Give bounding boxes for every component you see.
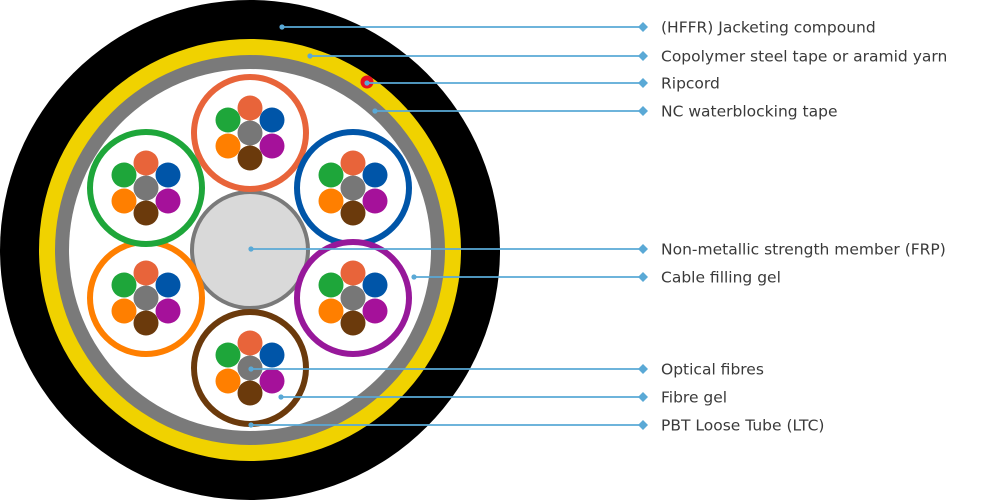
optical-fibre-center [237, 120, 263, 146]
optical-fibre [362, 162, 388, 188]
callout-label-fibre-gel: Fibre gel [661, 389, 727, 407]
optical-fibre [362, 272, 388, 298]
callout-label-ripcord: Ripcord [661, 75, 720, 93]
optical-fibre [215, 342, 241, 368]
optical-fibre [111, 162, 137, 188]
callout-label-loose-tube: PBT Loose Tube (LTC) [661, 417, 824, 435]
loose-tube [191, 74, 309, 192]
callout-strength-member: Non-metallic strength member (FRP) [248, 241, 946, 259]
loose-tube [294, 239, 412, 357]
callout-label-steel-tape: Copolymer steel tape or aramid yarn [661, 48, 947, 66]
optical-fibre [133, 260, 159, 286]
optical-fibre [318, 272, 344, 298]
leader-diamond-marker [638, 244, 648, 254]
loose-tubes [87, 74, 412, 427]
optical-fibre [237, 330, 263, 356]
callout-label-strength-member: Non-metallic strength member (FRP) [661, 241, 946, 259]
optical-fibre [155, 162, 181, 188]
callout-jacket: (HFFR) Jacketing compound [279, 19, 876, 37]
callout-label-waterblocking-tape: NC waterblocking tape [661, 103, 837, 121]
callout-filling-gel: Cable filling gel [411, 269, 781, 287]
leader-diamond-marker [638, 22, 648, 32]
leader-start-dot [372, 108, 378, 114]
leader-start-dot [279, 24, 285, 30]
optical-fibre [111, 298, 137, 324]
optical-fibre [318, 188, 344, 214]
callout-steel-tape: Copolymer steel tape or aramid yarn [307, 48, 947, 66]
optical-fibre-center [133, 175, 159, 201]
leader-diamond-marker [638, 78, 648, 88]
leader-diamond-marker [638, 392, 648, 402]
optical-fibre [133, 150, 159, 176]
optical-fibre [133, 310, 159, 336]
optical-fibre [259, 342, 285, 368]
optical-fibre-center [340, 285, 366, 311]
optical-fibre [340, 260, 366, 286]
leader-start-dot [248, 422, 254, 428]
callout-ripcord: Ripcord [364, 75, 720, 93]
leader-diamond-marker [638, 106, 648, 116]
optical-fibre [237, 380, 263, 406]
loose-tube [294, 129, 412, 247]
optical-fibre [259, 107, 285, 133]
leader-diamond-marker [638, 272, 648, 282]
optical-fibre [215, 133, 241, 159]
optical-fibre [155, 298, 181, 324]
optical-fibre-center [340, 175, 366, 201]
leader-start-dot [364, 80, 370, 86]
optical-fibre [237, 95, 263, 121]
loose-tube [87, 239, 205, 357]
leader-diamond-marker [638, 51, 648, 61]
optical-fibre-center [133, 285, 159, 311]
callout-optical-fibres: Optical fibres [248, 361, 764, 379]
loose-tube [87, 129, 205, 247]
optical-fibre [259, 368, 285, 394]
optical-fibre [155, 272, 181, 298]
callout-label-filling-gel: Cable filling gel [661, 269, 781, 287]
leader-start-dot [411, 274, 417, 280]
optical-fibre [133, 200, 159, 226]
callout-label-optical-fibres: Optical fibres [661, 361, 764, 379]
optical-fibre [362, 188, 388, 214]
optical-fibre [362, 298, 388, 324]
callout-fibre-gel: Fibre gel [278, 389, 727, 407]
optical-fibre [318, 162, 344, 188]
optical-fibre [111, 272, 137, 298]
optical-fibre [215, 107, 241, 133]
optical-fibre [340, 310, 366, 336]
optical-fibre [111, 188, 137, 214]
leader-start-dot [248, 246, 254, 252]
optical-fibre [155, 188, 181, 214]
callout-label-jacket: (HFFR) Jacketing compound [661, 19, 876, 37]
optical-fibre [259, 133, 285, 159]
leader-diamond-marker [638, 364, 648, 374]
optical-fibre [340, 200, 366, 226]
leader-start-dot [278, 394, 284, 400]
optical-fibre [215, 368, 241, 394]
callout-loose-tube: PBT Loose Tube (LTC) [248, 417, 824, 435]
leader-diamond-marker [638, 420, 648, 430]
callout-waterblocking-tape: NC waterblocking tape [372, 103, 837, 121]
optical-fibre [237, 145, 263, 171]
leader-start-dot [307, 53, 313, 59]
optical-fibre [318, 298, 344, 324]
optical-fibre [340, 150, 366, 176]
leader-start-dot [248, 366, 254, 372]
